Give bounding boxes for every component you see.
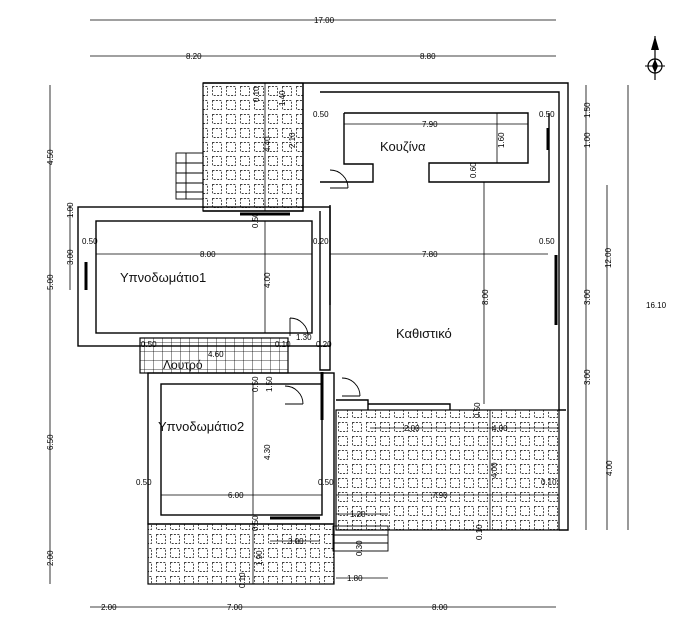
dimensions-bottom: 2.00 7.00 8.00: [90, 603, 556, 612]
dim-bath-d: 4.60: [208, 350, 224, 359]
dim-bath-small: 0.10: [275, 340, 291, 349]
dim-left-small-2: 3.00: [66, 249, 75, 265]
dim-bath-w: 0.50: [141, 340, 157, 349]
dim-bed1-door: 1.30: [296, 333, 312, 342]
room-label-bedroom2: Υπνοδωμάτιο2: [158, 419, 244, 434]
dim-terrace-w3: 7.90: [432, 491, 448, 500]
dim-step-w2: 1.80: [347, 574, 363, 583]
dim-kitchen-side-r: 0.50: [539, 110, 555, 119]
dim-balcony-v: 0.50: [251, 515, 260, 531]
dim-left-1: 4.50: [46, 149, 55, 165]
dim-balcony-h: 1.90: [255, 550, 264, 566]
dim-kitchen-side: 0.50: [313, 110, 329, 119]
dim-left-2: 5.00: [46, 274, 55, 290]
dim-stair-h: 1.40: [278, 90, 287, 106]
dim-right-4: 3.00: [583, 289, 592, 305]
dim-right-1: 1.50: [583, 102, 592, 118]
dim-bed2-v: 0.50: [251, 376, 260, 392]
dim-bed1-h: 4.00: [263, 272, 272, 288]
room-label-living: Καθιστικό: [396, 326, 452, 341]
dim-kitchen-door: 0.60: [469, 162, 478, 178]
stairs: [175, 152, 389, 552]
dim-balcony-w: 3.00: [288, 537, 304, 546]
dim-terrace-w2: 4.00: [492, 424, 508, 433]
dim-top-left: 8.20: [186, 52, 202, 61]
dim-right-6: 4.00: [605, 460, 614, 476]
dim-step-v2: 0.10: [475, 524, 484, 540]
dim-terrace-side: 0.10: [541, 478, 557, 487]
dim-living-width: 7.80: [422, 250, 438, 259]
dim-bottom-3: 8.00: [432, 603, 448, 612]
dim-right-total: 16.10: [646, 301, 667, 310]
dimensions-right: 1.50 1.00 3.00 3.00 4.00 12.00 16.10: [583, 85, 667, 530]
dim-top-right: 8.80: [420, 52, 436, 61]
dim-right-5: 3.00: [583, 369, 592, 385]
bathroom-floor: [139, 337, 289, 374]
dim-bed1-width: 8.00: [200, 250, 216, 259]
dim-bed1-side: 0.50: [82, 237, 98, 246]
dim-bottom-1: 2.00: [101, 603, 117, 612]
dim-total-width: 17.00: [314, 16, 335, 25]
room-label-bathroom: Λουτρό: [163, 358, 203, 372]
dim-kitchen-depth: 1.60: [497, 132, 506, 148]
dim-living-h: 8.00: [481, 289, 490, 305]
dim-living-side-r: 0.50: [539, 237, 555, 246]
dim-bath-v: 1.50: [265, 376, 274, 392]
dim-balcony-s: 0.10: [238, 572, 247, 588]
dim-right-2: 1.00: [583, 132, 592, 148]
dim-bed2-side-r: 0.50: [318, 478, 334, 487]
upper-terrace: [202, 82, 304, 212]
dim-bed2-width: 6.00: [228, 491, 244, 500]
dim-bed2-h: 4.30: [263, 444, 272, 460]
room-label-bedroom1: Υπνοδωμάτιο1: [120, 270, 206, 285]
dim-terrace-v2: 4.00: [490, 462, 499, 478]
dim-bed1-wall: 0.50: [251, 212, 260, 228]
lower-terrace: [335, 409, 560, 531]
dim-stair-v: 2.10: [288, 132, 297, 148]
dim-upper-v: 4.40: [263, 136, 272, 152]
dim-left-small-1: 1.00: [66, 202, 75, 218]
dim-living-side-l: 0.20: [313, 237, 329, 246]
dim-bottom-2: 7.00: [227, 603, 243, 612]
dim-left-4: 2.00: [46, 550, 55, 566]
dimensions-top: 17.00 8.20 8.80: [90, 16, 556, 61]
dim-terrace-v1: 0.50: [473, 402, 482, 418]
dim-terrace-w1: 2.00: [404, 424, 420, 433]
dim-bed2-side-l: 0.50: [136, 478, 152, 487]
dim-kitchen-width: 7.90: [422, 120, 438, 129]
room-labels: Κουζίνα Υπνοδωμάτιο1 Καθιστικό Λουτρό Υπ…: [120, 139, 452, 434]
dim-step-w: 1.20: [350, 510, 366, 519]
room-label-kitchen: Κουζίνα: [380, 139, 426, 154]
dim-stair-w: 0.10: [252, 86, 261, 102]
dim-left-3: 6.50: [46, 434, 55, 450]
dim-right-3: 12.00: [604, 247, 613, 268]
north-arrow-icon: [645, 36, 665, 80]
dimensions-left: 4.50 5.00 6.50 2.00 1.00 3.00: [46, 85, 75, 584]
walls: [77, 82, 569, 531]
dim-bed1-gap: 0.20: [316, 340, 332, 349]
dim-step-v: 0.30: [355, 540, 364, 556]
dimensions-interior: 7.90 0.50 0.50 1.60 0.60 0.10 1.40 2.10 …: [82, 83, 559, 588]
